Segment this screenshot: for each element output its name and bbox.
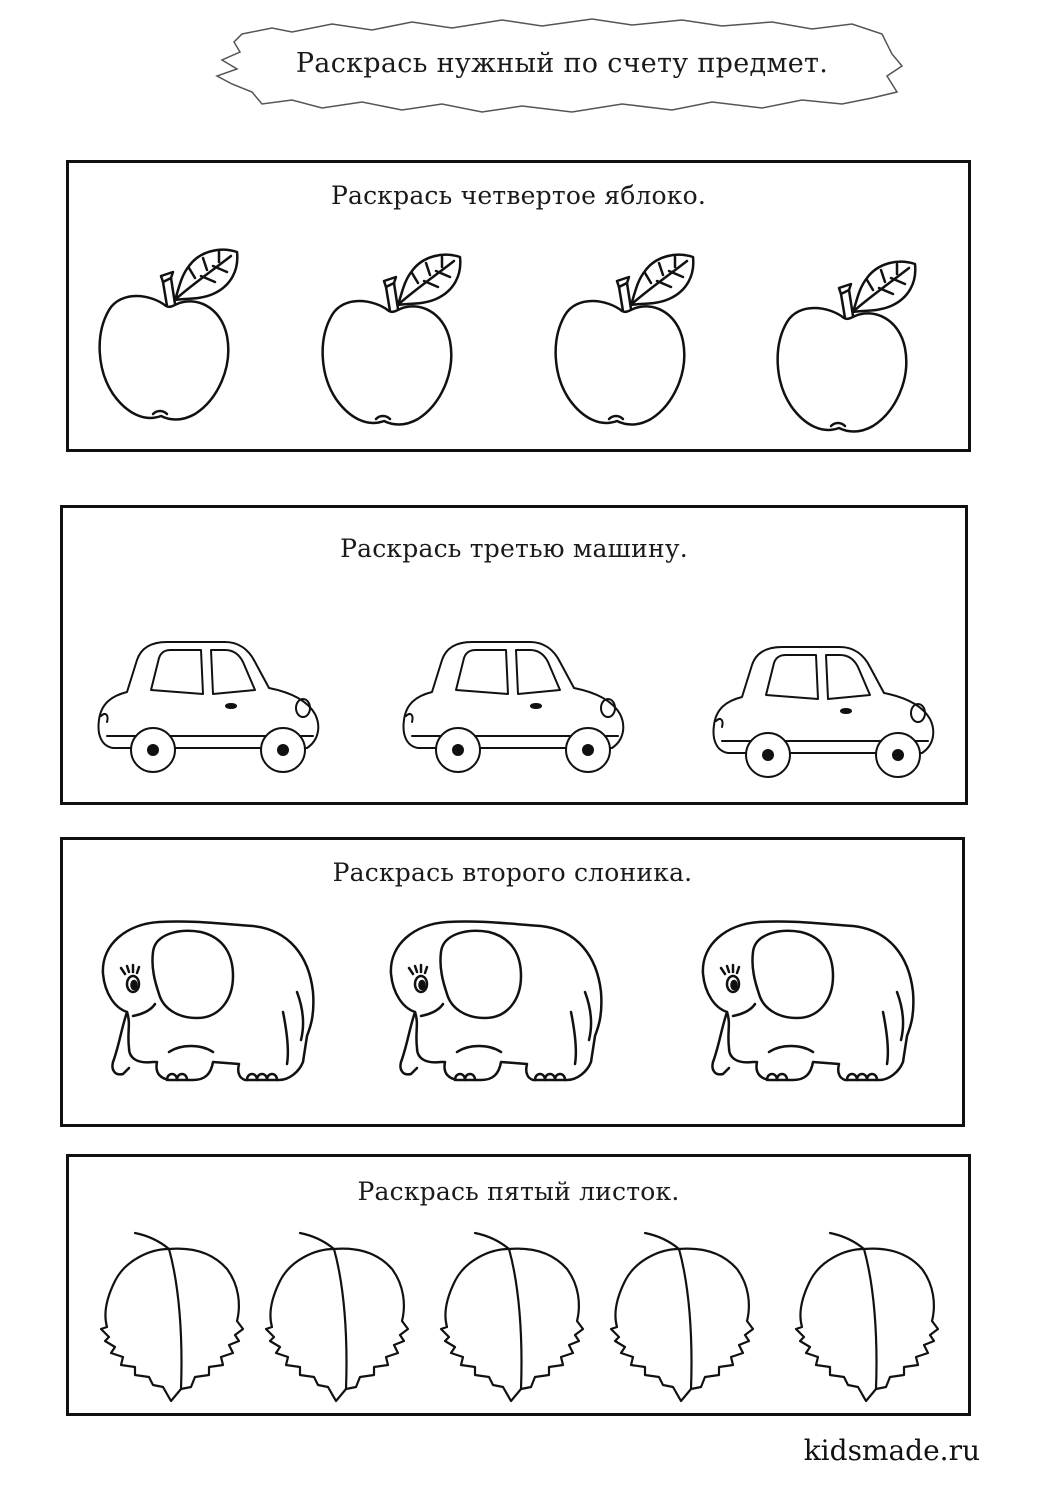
elephant-row <box>63 912 962 1122</box>
title-cloud-banner <box>212 14 912 124</box>
task-panel-cars: Раскрась третью машину. <box>60 505 968 805</box>
elephant-icon[interactable] <box>693 912 933 1122</box>
apple-icon[interactable] <box>547 253 697 433</box>
task-instruction: Раскрась четвертое яблоко. <box>330 181 707 210</box>
leaf-icon[interactable] <box>609 1225 759 1405</box>
elephant-icon[interactable] <box>381 912 621 1122</box>
car-icon[interactable] <box>398 630 638 780</box>
leaf-icon[interactable] <box>99 1225 249 1405</box>
task-panel-apples: Раскрась четвертое яблоко. <box>66 160 971 452</box>
task-instruction: Раскрась третью машину. <box>340 534 688 563</box>
task-panel-leaves: Раскрась пятый листок. <box>66 1154 971 1416</box>
leaf-icon[interactable] <box>794 1225 944 1405</box>
leaf-icon[interactable] <box>264 1225 414 1405</box>
task-instruction: Раскрась пятый листок. <box>357 1177 680 1206</box>
car-icon[interactable] <box>708 635 948 785</box>
leaf-row <box>69 1225 968 1415</box>
task-instruction: Раскрась второго слоника. <box>332 858 693 887</box>
leaf-icon[interactable] <box>439 1225 589 1405</box>
apple-icon[interactable] <box>314 253 464 433</box>
footer-site-label: kidsmade.ru <box>803 1434 980 1467</box>
apple-icon[interactable] <box>769 260 919 440</box>
car-icon[interactable] <box>93 630 333 780</box>
apple-row <box>69 248 968 438</box>
apple-icon[interactable] <box>91 248 241 428</box>
task-panel-elephants: Раскрась второго слоника. <box>60 837 965 1127</box>
page-title: Раскрась нужный по счету предмет. <box>295 48 829 79</box>
elephant-icon[interactable] <box>93 912 333 1122</box>
car-row <box>63 630 965 790</box>
